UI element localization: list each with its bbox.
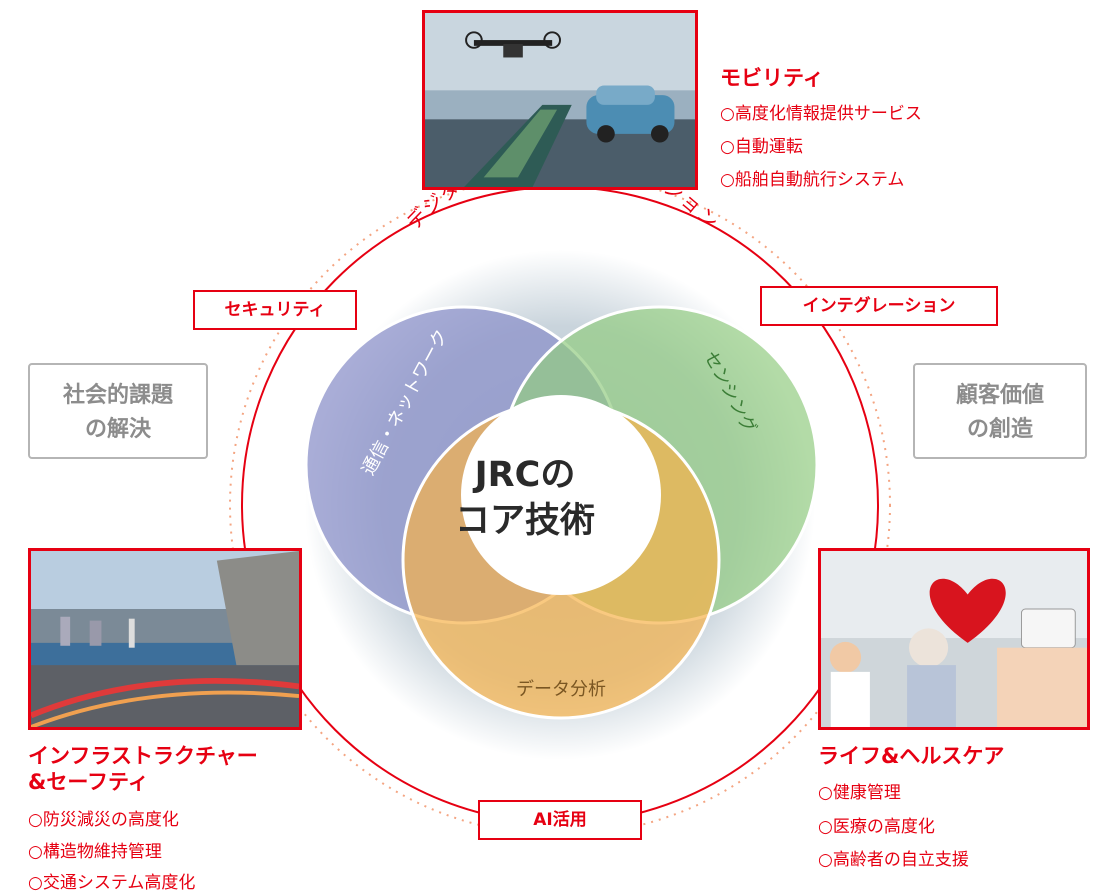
outer-dotted-ring xyxy=(229,174,891,836)
integration-tag: インテグレーション xyxy=(760,286,998,326)
drone-ship-car-photo xyxy=(422,10,698,190)
core-technology-label: JRCの コア技術 xyxy=(445,452,605,544)
ai-tag: AI活用 xyxy=(478,800,642,840)
social-issues-line-2: の解決 xyxy=(84,417,151,442)
data-label: データ分析 xyxy=(516,679,606,700)
center-line-1: JRCの xyxy=(474,455,576,495)
infra-item-3: 交通システム高度化 xyxy=(28,871,196,895)
mobility-item-2: 自動運転 xyxy=(720,135,803,159)
life-item-2: 医療の高度化 xyxy=(818,815,935,839)
security-tag: セキュリティ xyxy=(193,290,357,330)
social-issues-line-1: 社会的課題 xyxy=(62,383,173,408)
life-title: ライフ&ヘルスケア xyxy=(818,744,1005,768)
life-item-1: 健康管理 xyxy=(818,781,901,805)
infra-item-1: 防災減災の高度化 xyxy=(28,808,179,832)
heart-healthcare-photo xyxy=(818,548,1090,730)
life-item-3: 高齢者の自立支援 xyxy=(818,848,969,872)
infra-title-1: インフラストラクチャー xyxy=(28,744,258,768)
customer-value-line-1: 顧客価値 xyxy=(955,383,1044,408)
mobility-title: モビリティ xyxy=(720,66,824,90)
infra-item-2: 構造物維持管理 xyxy=(28,840,162,864)
city-highway-photo xyxy=(28,548,302,730)
core-circle xyxy=(461,395,661,595)
customer-value-box: 顧客価値 の創造 xyxy=(913,363,1087,459)
center-line-2: コア技術 xyxy=(454,501,595,541)
social-issues-box: 社会的課題 の解決 xyxy=(28,363,208,459)
mobility-item-3: 船舶自動航行システム xyxy=(720,168,905,192)
mobility-item-1: 高度化情報提供サービス xyxy=(720,102,922,126)
customer-value-line-2: の創造 xyxy=(966,417,1033,442)
infra-title-2: &セーフティ xyxy=(28,770,149,794)
